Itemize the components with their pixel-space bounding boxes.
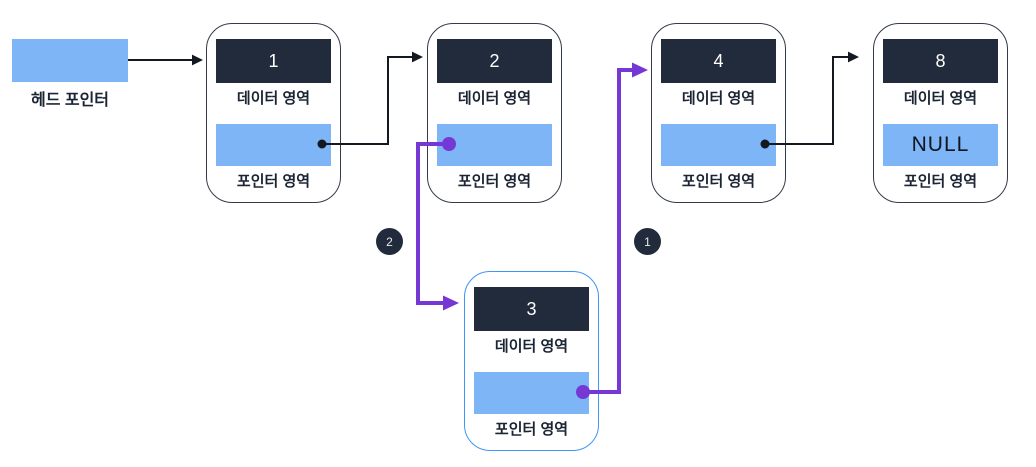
arrowhead-node2-to-node3: [443, 295, 459, 311]
node-2: 2 데이터 영역 포인터 영역: [427, 23, 562, 203]
node-3-data-box: 3: [474, 287, 589, 331]
node-1: 1 데이터 영역 포인터 영역: [206, 23, 341, 203]
node-1-pointer-area-label: 포인터 영역: [236, 173, 311, 190]
node-3-inserted: 3 데이터 영역 포인터 영역: [464, 271, 599, 451]
node-1-pointer-box: [216, 124, 331, 166]
node-4: 4 데이터 영역 포인터 영역: [651, 23, 786, 203]
node-3-pointer-area-label: 포인터 영역: [494, 421, 569, 438]
node-4-pointer-area-label: 포인터 영역: [681, 173, 756, 190]
step-badge-1: 1: [634, 228, 661, 255]
node-8-value: 8: [935, 50, 946, 71]
node-2-pointer-box: [437, 124, 552, 166]
node-2-data-area-label: 데이터 영역: [457, 90, 532, 107]
node-4-data-box: 4: [661, 39, 776, 83]
node-8-data-area-label: 데이터 영역: [903, 90, 978, 107]
arrowhead-node4-to-node8: [848, 51, 859, 63]
step-badge-2: 2: [376, 228, 403, 255]
arrowhead-head-to-node1: [192, 54, 203, 66]
node-2-data-box: 2: [437, 39, 552, 83]
node-1-value: 1: [268, 50, 279, 71]
node-1-data-area-label: 데이터 영역: [236, 90, 311, 107]
arrowhead-node1-to-node2: [412, 51, 423, 63]
node-8-pointer-box: NULL: [883, 124, 998, 166]
node-3-data-area-label: 데이터 영역: [494, 338, 569, 355]
node-2-value: 2: [489, 50, 500, 71]
head-pointer-box: [12, 39, 128, 82]
node-4-value: 4: [713, 50, 724, 71]
node-4-pointer-box: [661, 124, 776, 166]
node-8-pointer-area-label: 포인터 영역: [903, 173, 978, 190]
node-8-data-box: 8: [883, 39, 998, 83]
arrowhead-node3-to-node4: [632, 62, 648, 78]
node-1-data-box: 1: [216, 39, 331, 83]
node-8: 8 데이터 영역 NULL 포인터 영역: [873, 23, 1008, 203]
node-2-pointer-area-label: 포인터 영역: [457, 173, 532, 190]
node-3-pointer-box: [474, 372, 589, 414]
node-4-data-area-label: 데이터 영역: [681, 90, 756, 107]
node-3-value: 3: [526, 298, 537, 319]
head-pointer-label: 헤드 포인터: [30, 92, 110, 109]
node-8-null-value: NULL: [911, 133, 970, 156]
